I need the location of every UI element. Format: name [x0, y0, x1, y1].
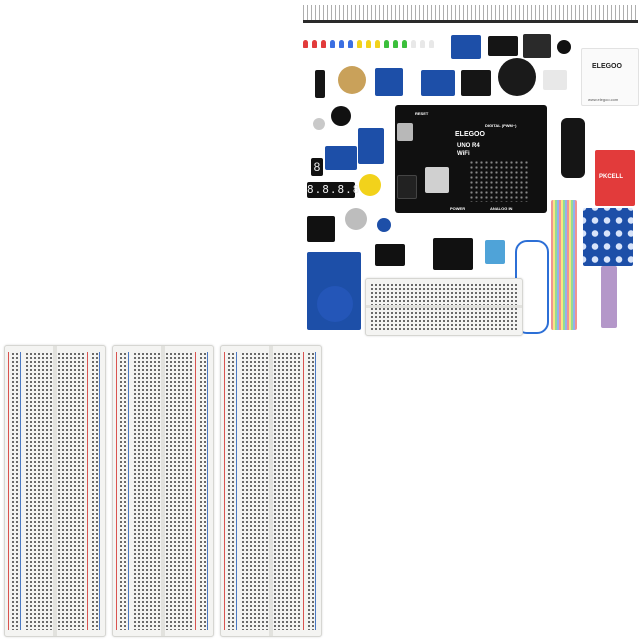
dc-motor	[345, 208, 367, 230]
board-variant: WiFi	[457, 151, 470, 157]
fan-blade	[359, 174, 381, 196]
led	[357, 40, 362, 48]
card-brand: ELEGOO	[592, 63, 622, 70]
positive-rail	[195, 352, 196, 630]
oled-display	[325, 146, 357, 170]
black-module	[488, 36, 518, 56]
positive-rail	[87, 352, 88, 630]
led	[303, 40, 308, 48]
breadboard-holes	[57, 352, 85, 630]
sound-sensor-module	[375, 244, 405, 266]
breadboard-holes	[133, 352, 161, 630]
negative-rail	[236, 352, 237, 630]
led	[429, 40, 434, 48]
ir-leds	[543, 70, 567, 90]
buzzer	[557, 40, 571, 54]
breadboard-holes	[119, 352, 127, 630]
9v-battery: PKCELL	[595, 150, 635, 206]
center-trench	[161, 346, 165, 636]
power-module	[461, 70, 491, 96]
rfid-tag	[317, 286, 353, 322]
dc-jack	[397, 175, 417, 199]
power-supply-module	[433, 238, 473, 270]
negative-rail	[99, 352, 100, 630]
full-breadboard	[112, 345, 214, 637]
ultrasonic-sensor	[358, 128, 384, 164]
led	[420, 40, 425, 48]
full-breadboard	[4, 345, 106, 637]
pir-sensor-module	[523, 34, 551, 58]
joystick-module	[498, 58, 536, 96]
tilt-switch	[315, 70, 325, 98]
breadboard-holes	[273, 352, 301, 630]
breadboard-holes	[11, 352, 19, 630]
component-kit-photo: ELEGOO www.elegoo.com ELEGOO UNO R4 WiFi…	[303, 0, 640, 337]
card-url: www.elegoo.com	[588, 97, 619, 102]
positive-rail	[116, 352, 117, 630]
led	[312, 40, 317, 48]
led	[402, 40, 407, 48]
reed-switch	[313, 118, 325, 130]
positive-rail	[224, 352, 225, 630]
keypad-ribbon	[601, 266, 617, 328]
half-breadboard	[365, 278, 523, 336]
elegoo-card: ELEGOO www.elegoo.com	[581, 48, 639, 106]
membrane-keypad	[583, 208, 633, 266]
led	[321, 40, 326, 48]
ir-remote	[561, 118, 585, 178]
analog-header-label: ANALOG IN	[490, 206, 513, 211]
single-digit-display: 8	[311, 158, 323, 176]
button-module	[307, 216, 335, 242]
wifi-module	[425, 167, 449, 193]
usb-port	[397, 123, 413, 141]
breadboard-holes	[199, 352, 207, 630]
negative-rail	[20, 352, 21, 630]
board-model: UNO R4	[457, 143, 480, 149]
uno-r4-wifi-board: ELEGOO UNO R4 WiFi RESET DIGITAL (PWM~) …	[395, 105, 547, 213]
negative-rail	[207, 352, 208, 630]
led	[366, 40, 371, 48]
jumper-wires	[551, 200, 577, 330]
positive-rail	[8, 352, 9, 630]
breadboard-holes	[227, 352, 235, 630]
stepper-motor	[338, 66, 366, 94]
full-breadboard	[220, 345, 322, 637]
led-row	[303, 36, 443, 60]
breadboard-holes	[91, 352, 99, 630]
led	[339, 40, 344, 48]
header-pins	[303, 5, 638, 23]
four-digit-display: 8.8.8.8	[307, 182, 361, 198]
dht11-sensor	[485, 240, 505, 264]
board-dot-grid	[469, 160, 529, 202]
negative-rail	[315, 352, 316, 630]
digital-header-label: DIGITAL (PWM~)	[485, 123, 517, 128]
led	[375, 40, 380, 48]
board-brand: ELEGOO	[455, 131, 485, 138]
led	[411, 40, 416, 48]
led	[384, 40, 389, 48]
center-trench	[269, 346, 273, 636]
breadboard-holes	[241, 352, 269, 630]
center-trench	[53, 346, 57, 636]
servo-motor	[375, 68, 403, 96]
led	[393, 40, 398, 48]
breadboard-holes	[25, 352, 53, 630]
breadboard-holes	[307, 352, 315, 630]
battery-brand: PKCELL	[599, 174, 623, 180]
active-buzzer	[331, 106, 351, 126]
header-pins-base	[303, 20, 638, 23]
ultrasonic-driver	[421, 70, 455, 96]
led	[330, 40, 335, 48]
positive-rail	[303, 352, 304, 630]
relay-module	[451, 35, 481, 59]
reset-label: RESET	[415, 111, 429, 116]
negative-rail	[128, 352, 129, 630]
potentiometer	[377, 218, 391, 232]
power-header-label: POWER	[450, 206, 466, 211]
breadboard-holes	[165, 352, 193, 630]
led	[348, 40, 353, 48]
